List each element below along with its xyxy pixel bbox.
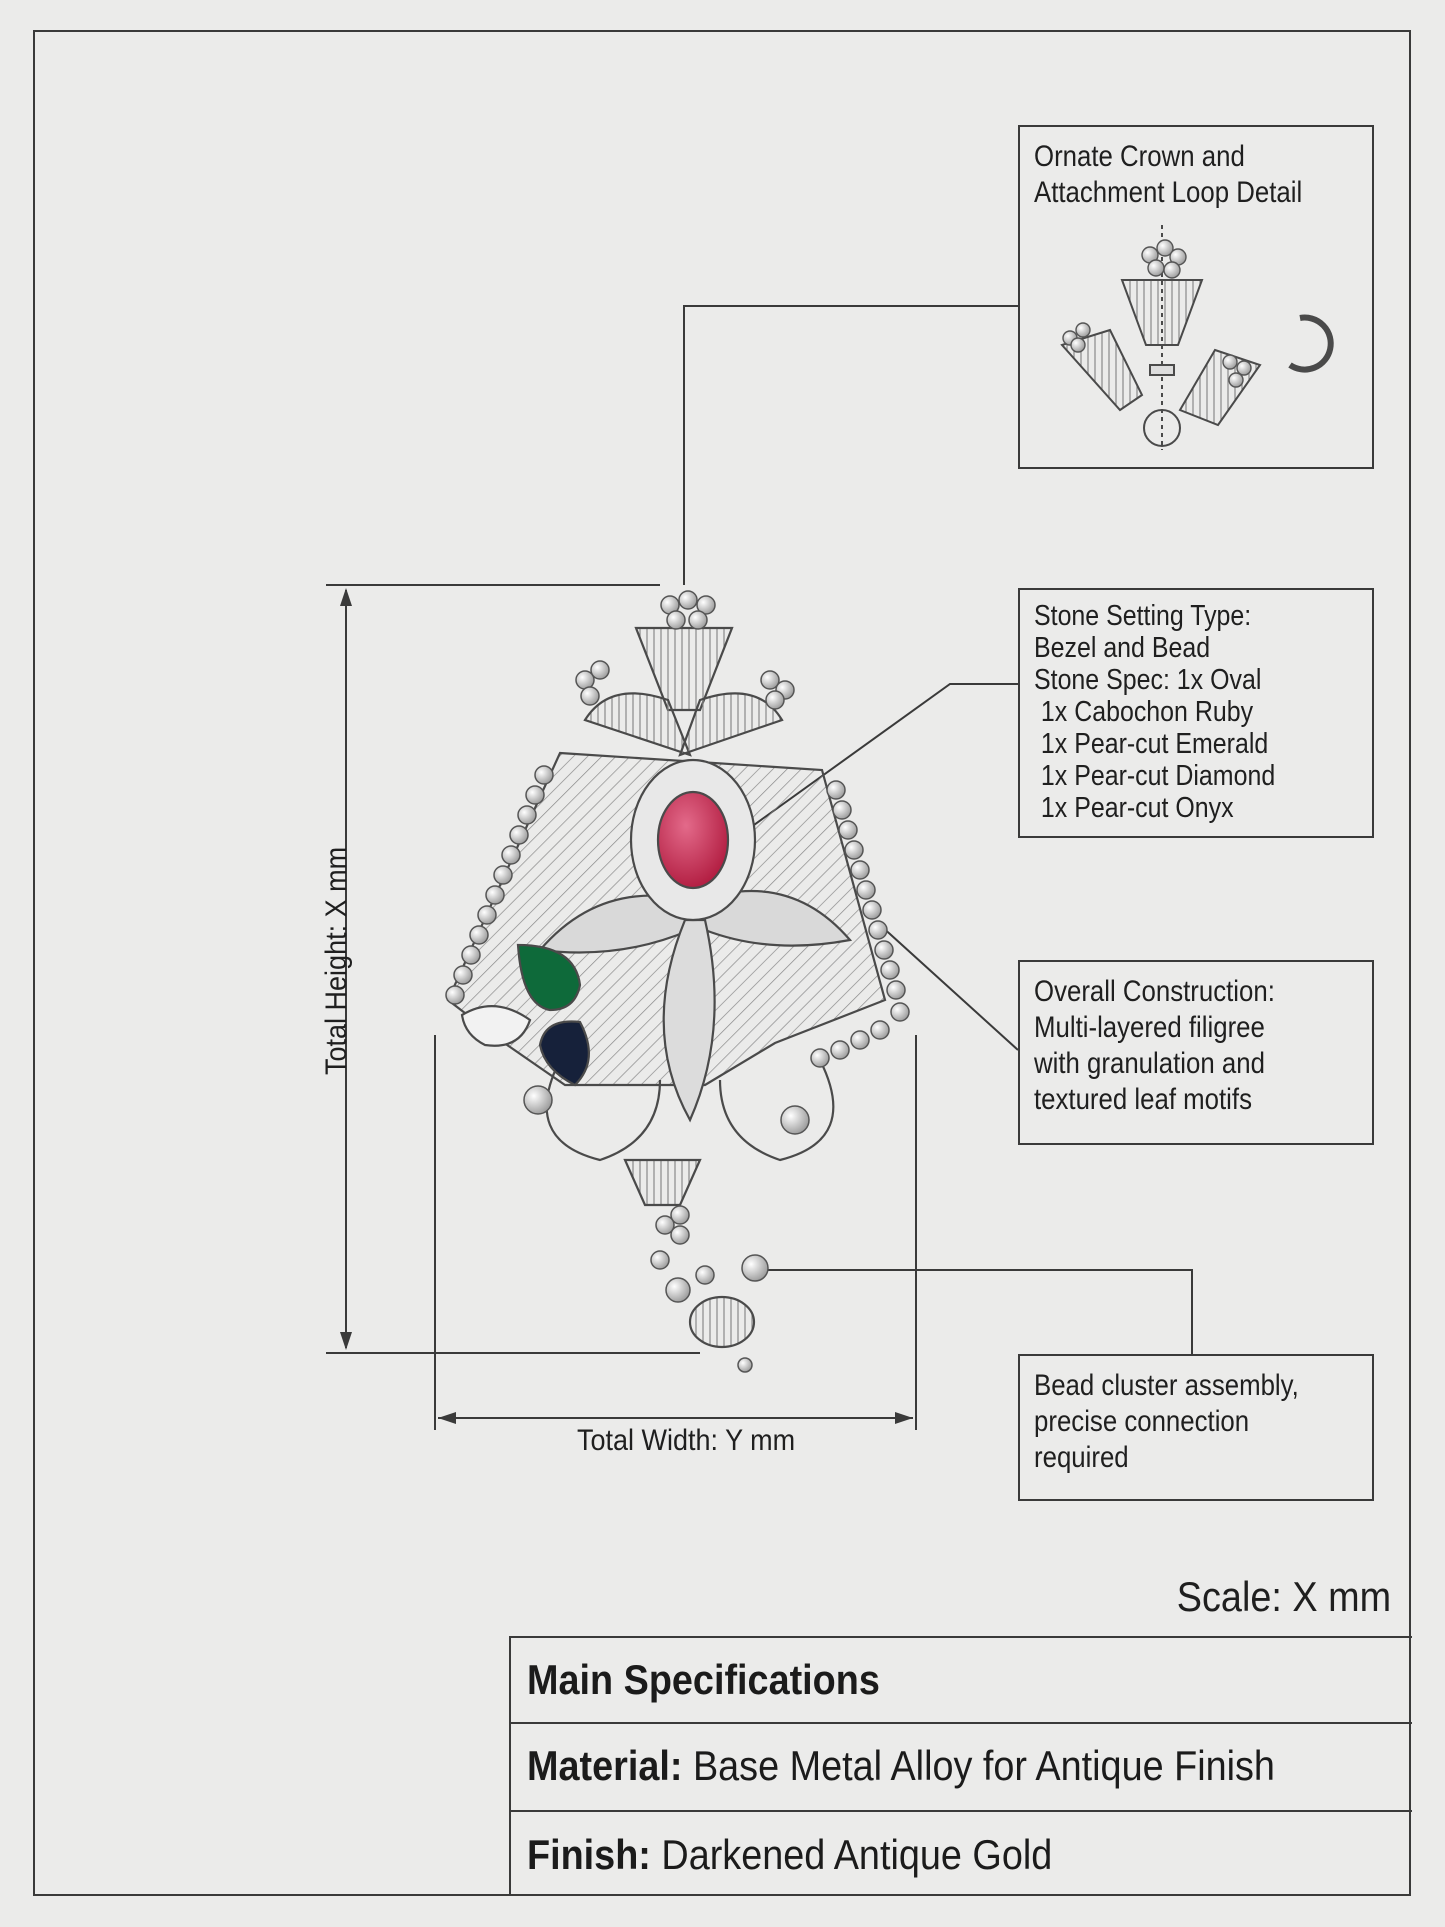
specifications-table: Main Specifications Material: Base Metal… bbox=[509, 1636, 1412, 1896]
specifications-title-row: Main Specifications bbox=[511, 1638, 1412, 1722]
construction-text: Overall Construction: Multi-layered fili… bbox=[1034, 975, 1275, 1116]
crown-detail-callout: Ornate Crown and Attachment Loop Detail bbox=[1018, 125, 1374, 469]
emerald-stone bbox=[516, 943, 582, 1012]
arrow-left-icon bbox=[438, 1412, 456, 1424]
spacer-bead bbox=[1149, 364, 1175, 376]
arrow-up-icon bbox=[340, 588, 352, 606]
right-fan bbox=[678, 692, 784, 757]
stone-setting-callout: Stone Setting Type: Bezel and Bead Stone… bbox=[1018, 588, 1374, 838]
stone-setting-text: Stone Setting Type: Bezel and Bead Stone… bbox=[1034, 600, 1276, 824]
finish-key: Finish: bbox=[527, 1831, 651, 1878]
scale-label: Scale: X mm bbox=[1176, 1573, 1391, 1620]
left-fan bbox=[583, 692, 692, 757]
open-jump-ring bbox=[1288, 314, 1334, 373]
bottom-cone bbox=[623, 1158, 702, 1207]
attachment-loop bbox=[1143, 409, 1181, 447]
crown-detail-text: Ornate Crown and Attachment Loop Detail bbox=[1034, 140, 1303, 209]
height-dimension-label: Total Height: X mm bbox=[320, 846, 353, 1075]
construction-callout: Overall Construction: Multi-layered fili… bbox=[1018, 960, 1374, 1145]
arrow-right-icon bbox=[895, 1412, 913, 1424]
crown-cone-top bbox=[1120, 279, 1204, 346]
bead-cluster-text: Bead cluster assembly, precise connectio… bbox=[1034, 1369, 1299, 1474]
finish-row: Finish: Darkened Antique Gold bbox=[511, 1812, 1412, 1898]
construction-leader-line bbox=[879, 924, 1019, 1051]
arrow-down-icon bbox=[340, 1332, 352, 1350]
leaf-center bbox=[662, 918, 716, 1123]
bead-cluster-callout: Bead cluster assembly, precise connectio… bbox=[1018, 1354, 1374, 1501]
drawing-frame bbox=[33, 30, 1411, 1896]
bead-leader-line bbox=[762, 1269, 1193, 1354]
material-key: Material: bbox=[527, 1742, 683, 1789]
width-dimension-label: Total Width: Y mm bbox=[577, 1424, 796, 1457]
ruby-stone bbox=[656, 790, 730, 890]
finish-value: Darkened Antique Gold bbox=[661, 1831, 1053, 1878]
crown-leader-line bbox=[683, 305, 1018, 585]
onyx-stone bbox=[538, 1020, 590, 1087]
material-row: Material: Base Metal Alloy for Antique F… bbox=[511, 1724, 1412, 1808]
drop-bead bbox=[688, 1295, 756, 1349]
material-value: Base Metal Alloy for Antique Finish bbox=[692, 1742, 1275, 1789]
leaf-right bbox=[698, 889, 853, 947]
diamond-stone bbox=[460, 1005, 532, 1047]
scroll-right bbox=[718, 1059, 835, 1162]
specifications-title: Main Specifications bbox=[527, 1656, 880, 1703]
